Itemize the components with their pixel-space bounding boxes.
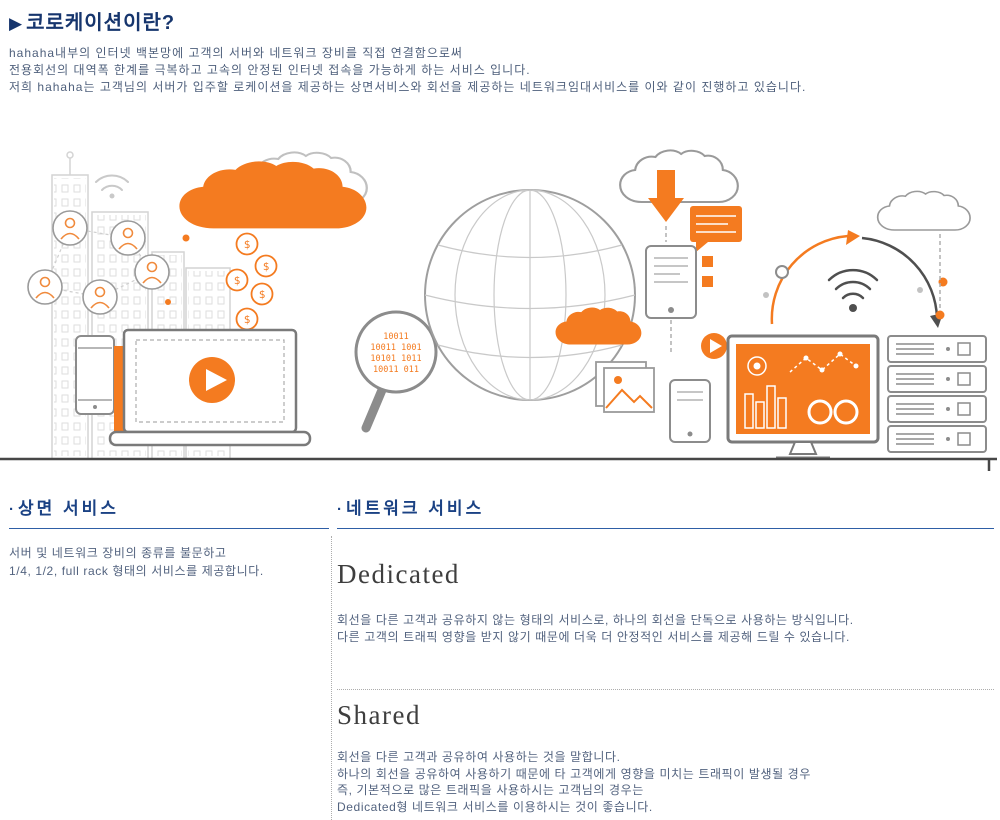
user-avatars — [27, 195, 209, 315]
dedicated-description: 회선을 다른 고객과 공유하지 않는 형태의 서비스로, 하나의 회선을 단독으… — [337, 612, 994, 645]
intro-line: hahaha내부의 인터넷 백본망에 고객의 서버와 네트워크 장비를 직접 연… — [9, 46, 463, 60]
network-item-shared: Shared 회선을 다른 고객과 공유하여 사용하는 것을 말합니다. 하나의… — [337, 700, 994, 815]
coin-dollar-icon: $ — [259, 288, 266, 301]
section-network-service: ·네트워크 서비스 Dedicated 회선을 다른 고객과 공유하지 않는 형… — [337, 494, 994, 815]
dedicated-title: Dedicated — [337, 559, 460, 589]
page-header: ▶코로케이션이란? hahaha내부의 인터넷 백본망에 고객의 서버와 네트워… — [9, 6, 969, 96]
title-arrow-icon: ▶ — [9, 14, 24, 33]
floor-service-title-text: 상면 서비스 — [18, 499, 119, 518]
shared-line: Dedicated형 네트워크 서비스를 이용하시는 것이 좋습니다. — [337, 799, 653, 814]
page-title-text: 코로케이션이란? — [26, 12, 176, 34]
wifi-arc — [763, 230, 948, 328]
binary-text: 10011 011 — [373, 365, 419, 375]
floor-service-description: 서버 및 네트워크 장비의 종류를 불문하고 1/4, 1/2, full ra… — [9, 545, 329, 580]
intro-line: 전용회선의 대역폭 한계를 극복하고 고속의 안정된 인터넷 접속을 가능하게 … — [9, 63, 531, 77]
floor-service-title: ·상면 서비스 — [9, 494, 329, 519]
play-circle-icon — [701, 333, 727, 359]
section-floor-service: ·상면 서비스 서버 및 네트워크 장비의 종류를 불문하고 1/4, 1/2,… — [9, 494, 329, 580]
network-service-title: ·네트워크 서비스 — [337, 494, 994, 519]
laptop — [108, 328, 312, 447]
smartphone-middle — [645, 245, 713, 355]
network-items-divider-dotted — [337, 689, 994, 690]
page-title: ▶코로케이션이란? — [9, 6, 969, 35]
network-item-dedicated: Dedicated 회선을 다른 고객과 공유하지 않는 형태의 서비스로, 하… — [337, 559, 994, 645]
floor-service-line: 1/4, 1/2, full rack 형태의 서비스를 제공합니다. — [9, 563, 264, 578]
ground-line — [0, 457, 997, 471]
download-arrow-icon — [657, 170, 675, 200]
shared-line: 하나의 회선을 공유하여 사용하기 때문에 타 고객에게 영향을 미치는 트래픽… — [337, 766, 811, 781]
smartphone-small — [669, 379, 711, 443]
coin-dollar-icon: $ — [244, 313, 251, 326]
bullet-icon: · — [337, 501, 345, 518]
shared-line: 즉, 기본적으로 많은 트래픽을 사용하시는 고객님의 경우는 — [337, 783, 644, 797]
coin-dollar-icon: $ — [244, 238, 251, 251]
smartphone-left — [75, 335, 115, 415]
dollar-coins: $ $ $ $ $ — [225, 232, 278, 331]
colocation-illustration: $ $ $ $ $ — [0, 140, 1000, 472]
shared-title: Shared — [337, 700, 421, 730]
intro-line: 저희 hahaha는 고객님의 서버가 입주할 로케이션을 제공하는 상면서비스… — [9, 80, 807, 94]
coin-dollar-icon: $ — [263, 260, 270, 273]
service-sections: ·상면 서비스 서버 및 네트워크 장비의 종류를 불문하고 1/4, 1/2,… — [0, 470, 1000, 820]
shared-description: 회선을 다른 고객과 공유하여 사용하는 것을 말합니다. 하나의 회선을 공유… — [337, 749, 994, 815]
shared-line: 회선을 다른 고객과 공유하여 사용하는 것을 말합니다. — [337, 750, 621, 764]
magnifier-icon: 10011 10011 1001 10101 1011 10011 011 — [354, 310, 438, 433]
server-rack — [887, 335, 987, 453]
dedicated-line: 다른 고객의 트래픽 영향을 받지 않기 때문에 더욱 더 안정적인 서비스를 … — [337, 629, 850, 644]
dedicated-line: 회선을 다른 고객과 공유하지 않는 형태의 서비스로, 하나의 회선을 단독으… — [337, 613, 854, 627]
globe — [424, 189, 636, 401]
monitor — [726, 334, 880, 460]
photos-icon — [595, 361, 655, 413]
network-service-title-text: 네트워크 서비스 — [346, 499, 485, 518]
chat-bubble-icon — [690, 206, 742, 252]
cloud-outline-right — [876, 190, 971, 320]
column-divider-dotted — [331, 536, 332, 820]
network-service-underline — [337, 528, 994, 529]
wifi-icon — [95, 174, 129, 199]
wifi-signal-icon — [827, 268, 879, 312]
gear-icon — [747, 356, 767, 376]
download-cloud — [619, 149, 739, 242]
binary-text: 10011 1001 — [370, 343, 421, 353]
binary-text: 10011 — [383, 332, 409, 342]
floor-service-line: 서버 및 네트워크 장비의 종류를 불문하고 — [9, 546, 227, 560]
binary-text: 10101 1011 — [370, 354, 421, 364]
intro-paragraph: hahaha내부의 인터넷 백본망에 고객의 서버와 네트워크 장비를 직접 연… — [9, 45, 969, 96]
bullet-icon: · — [9, 501, 17, 518]
floor-service-underline — [9, 528, 329, 529]
coin-dollar-icon: $ — [234, 274, 241, 287]
